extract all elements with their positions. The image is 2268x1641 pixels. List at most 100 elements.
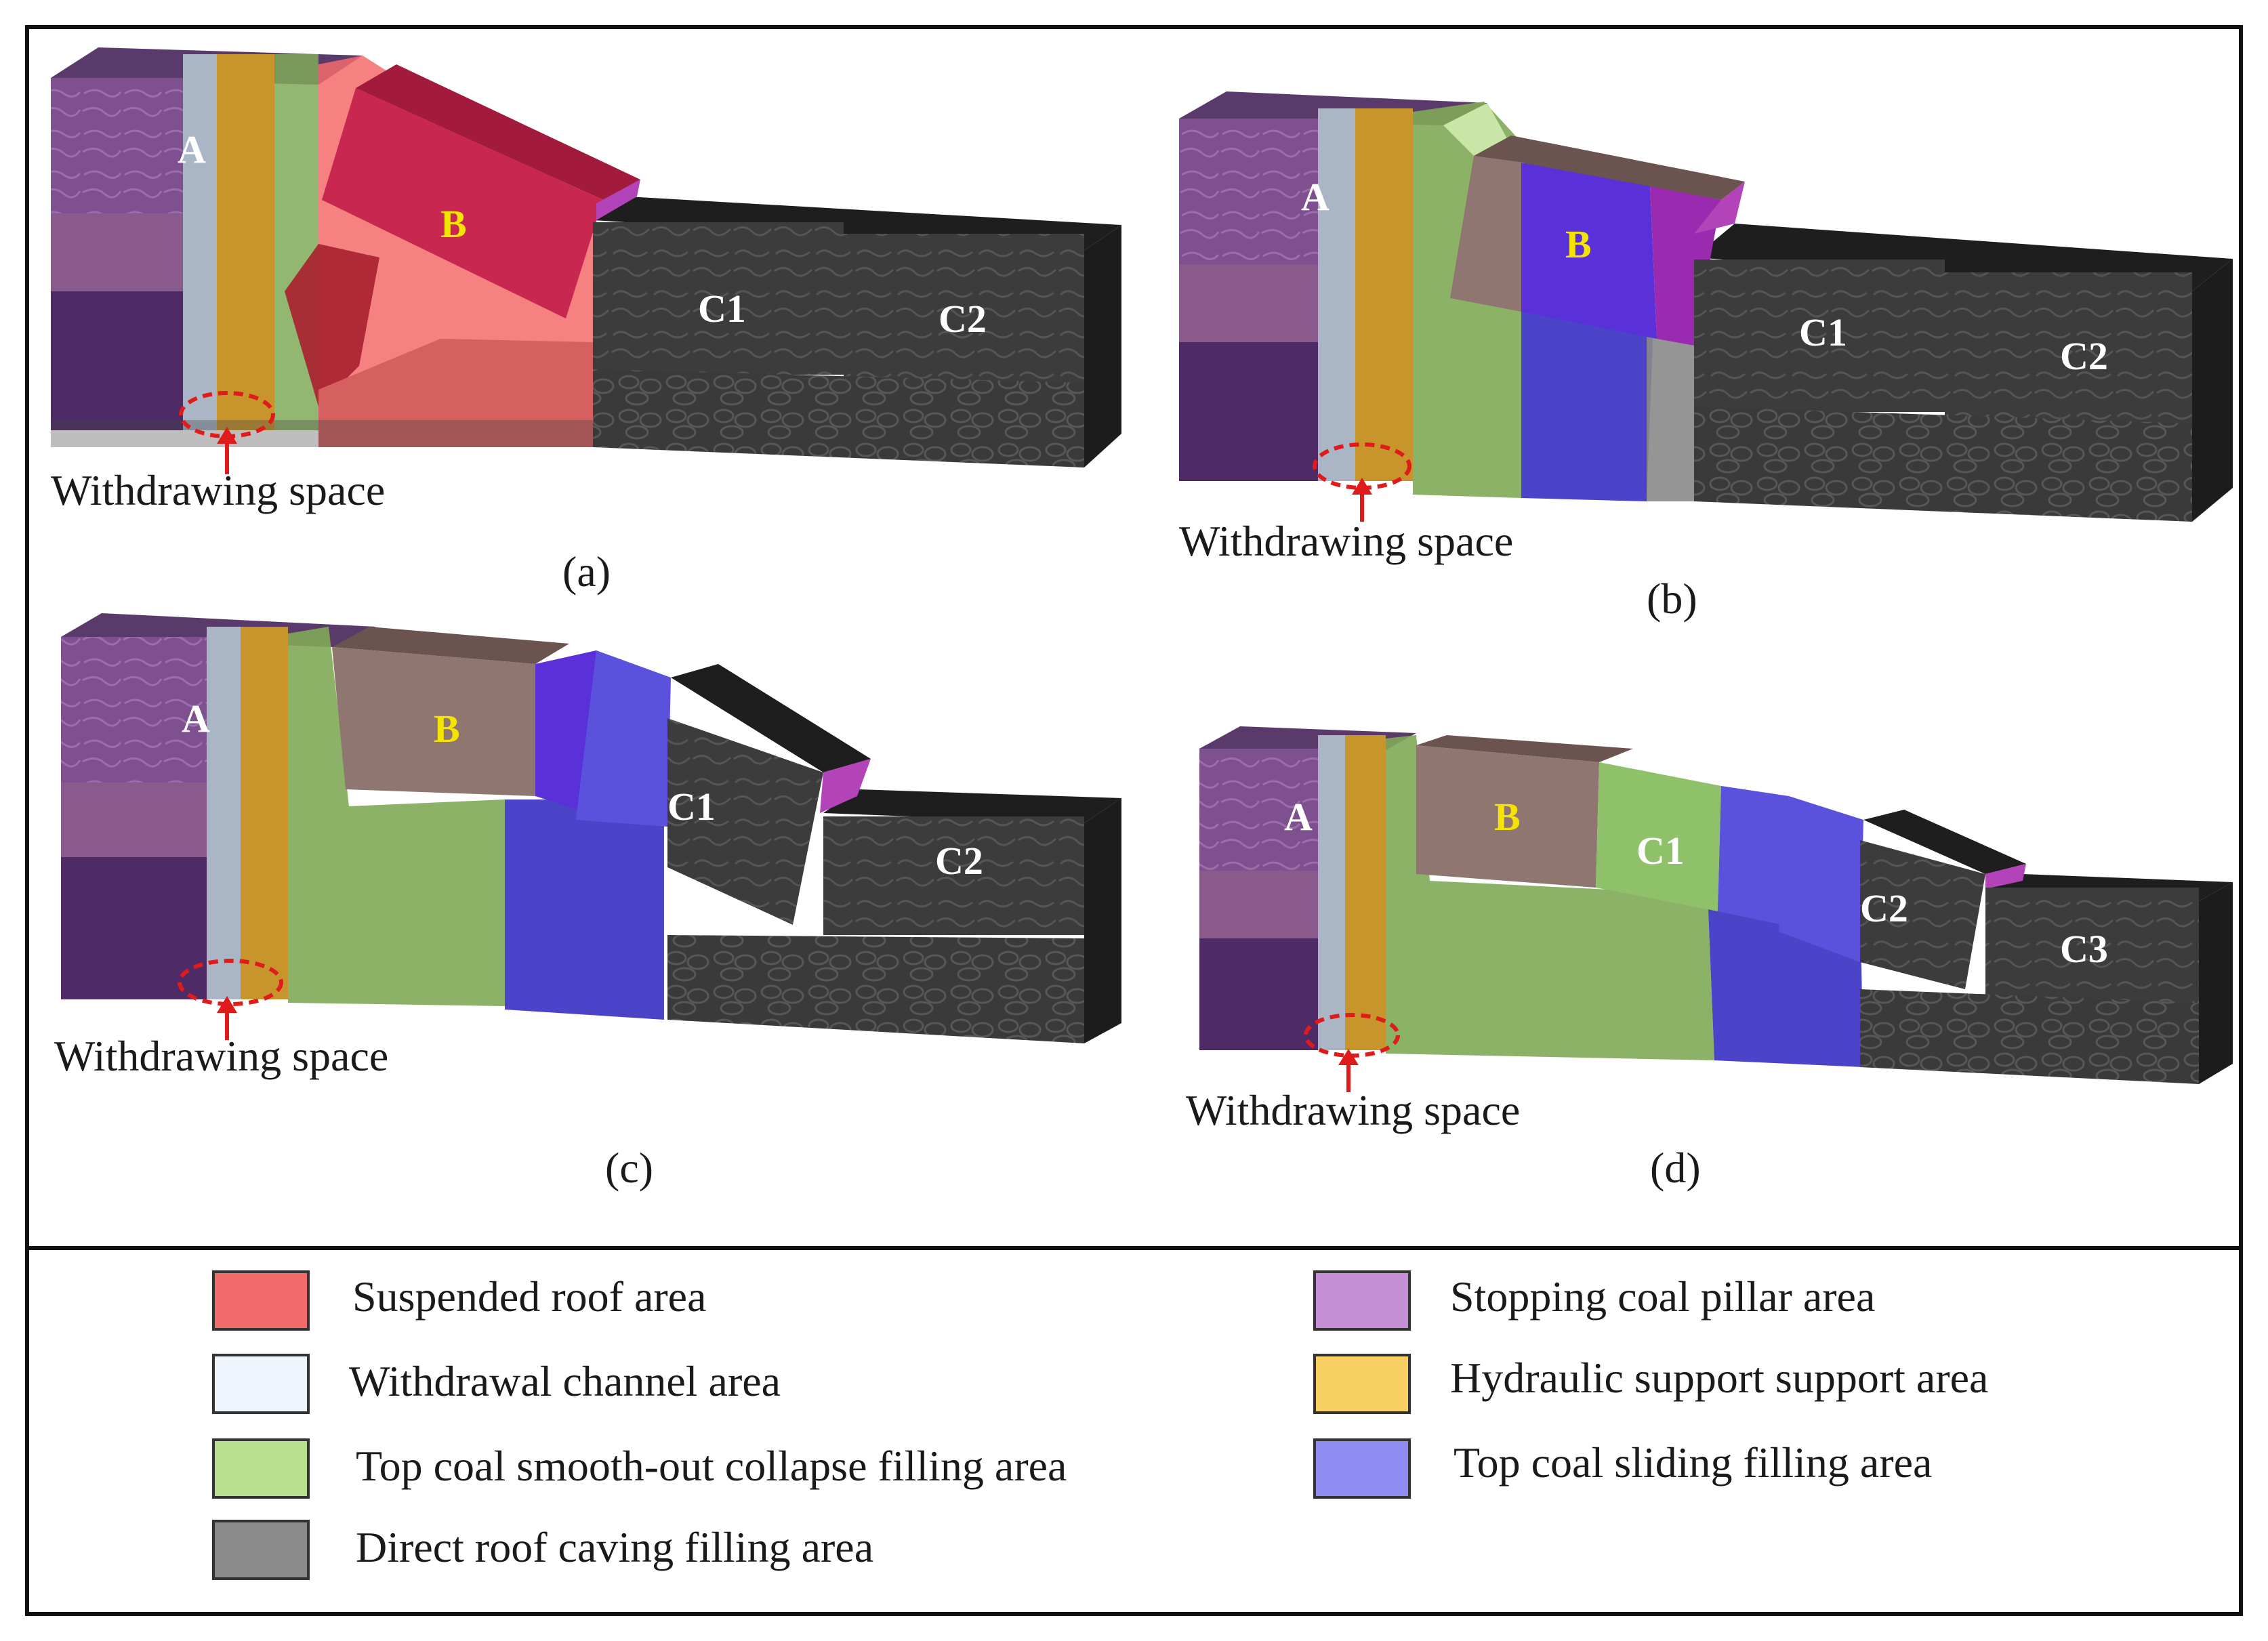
legend-label: Stopping coal pillar area xyxy=(1450,1272,1875,1321)
blue-fill xyxy=(505,799,664,1020)
purple-lower xyxy=(51,291,183,430)
block-c1-front xyxy=(1694,259,1945,412)
block-b-brown xyxy=(1416,745,1599,888)
legend-swatch xyxy=(1313,1438,1411,1499)
block-c-side xyxy=(1084,798,1121,1043)
support-strip xyxy=(1355,108,1413,481)
caption-withdrawing-space: Withdrawing space xyxy=(1186,1086,1520,1134)
top-face-right xyxy=(823,789,1121,823)
legend-swatch xyxy=(212,1354,310,1414)
purple-mid xyxy=(1179,264,1318,342)
panel-label-d: (d) xyxy=(1650,1144,1701,1192)
gravel-lower-red xyxy=(318,339,593,447)
block-b-blue xyxy=(1521,163,1657,339)
support-strip xyxy=(217,54,274,430)
stopping-pillar-b xyxy=(1694,182,1745,234)
legend-swatch xyxy=(1313,1354,1411,1414)
block-c1-tilt-top xyxy=(671,664,871,772)
block-c-side xyxy=(1084,225,1121,468)
panel-b: A B C1 C2 Withdrawing space (b) xyxy=(1179,91,2233,623)
legend-label: Withdrawal channel area xyxy=(349,1357,781,1405)
support-strip xyxy=(241,627,288,999)
legend-item-suspended-roof: Suspended roof area xyxy=(212,1270,706,1331)
block-label-b: B xyxy=(440,202,467,246)
green-fill xyxy=(288,627,505,1006)
purple-mid xyxy=(51,213,183,291)
purple-lower xyxy=(61,857,207,999)
block-c2-front xyxy=(823,816,1084,935)
block-b-brown xyxy=(332,647,535,796)
block-label-a: A xyxy=(178,127,206,171)
blue-fill xyxy=(1521,298,1653,501)
gravel-right xyxy=(1694,407,2192,522)
purple-mid xyxy=(61,783,207,857)
block-c2-front xyxy=(1945,272,2192,425)
caption-withdrawing-space: Withdrawing space xyxy=(54,1032,388,1080)
marker-arrowhead xyxy=(1338,1049,1359,1065)
legend-item-direct-roof-caving: Direct roof caving filling area xyxy=(212,1520,873,1580)
stopping-pillar-d xyxy=(1985,864,2026,889)
lower-base-strip xyxy=(51,420,593,447)
block-label-c2: C2 xyxy=(2060,334,2108,378)
channel-strip xyxy=(183,54,217,430)
panel-label-a: (a) xyxy=(562,547,611,596)
caved-debris xyxy=(285,244,379,407)
block-b-top xyxy=(356,64,640,200)
legend-item-hydraulic-support: Hydraulic support support area xyxy=(1313,1354,1988,1414)
marker-arrowhead xyxy=(217,996,237,1013)
marker-arrowhead xyxy=(217,427,237,444)
purple-upper xyxy=(1199,749,1318,871)
marker-arrowhead xyxy=(1352,478,1372,495)
gravel-right xyxy=(667,935,1084,1043)
block-label-a: A xyxy=(1301,175,1329,219)
legend-item-withdrawal-channel: Withdrawal channel area xyxy=(212,1354,781,1414)
legend: Suspended roof area Withdrawal channel a… xyxy=(212,1270,1988,1580)
block-c3-front xyxy=(1985,888,2199,1003)
block-b-top xyxy=(332,627,569,664)
smooth-collapse-light xyxy=(1443,103,1511,156)
legend-item-smooth-collapse: Top coal smooth-out collapse filling are… xyxy=(212,1438,1067,1499)
block-b-front xyxy=(322,88,603,318)
block-label-c1: C1 xyxy=(1799,310,1847,354)
legend-swatch xyxy=(1313,1270,1411,1331)
channel-strip xyxy=(1318,108,1355,481)
panel-c: A B C1 C2 Withdrawing space (c) xyxy=(54,613,1121,1192)
panel-label-b: (b) xyxy=(1647,575,1697,623)
block-c-side xyxy=(2199,882,2233,1084)
block-label-c1: C1 xyxy=(698,287,746,331)
block-c1-front xyxy=(593,222,844,375)
legend-swatch xyxy=(212,1438,310,1499)
caption-withdrawing-space: Withdrawing space xyxy=(51,466,385,514)
block-b-top xyxy=(1474,136,1745,200)
block-c2-tilt-top xyxy=(1863,810,2026,874)
purple-upper xyxy=(61,637,207,783)
green-fill xyxy=(1386,735,1714,1060)
block-c1-blue xyxy=(1718,786,1789,925)
block-label-c2: C2 xyxy=(939,297,987,341)
block-label-c1: C1 xyxy=(1636,829,1685,873)
purple-upper xyxy=(1179,119,1318,264)
block-c2-front xyxy=(844,234,1084,383)
block-c2-blue xyxy=(1779,796,1863,962)
block-c1-green xyxy=(1596,762,1721,911)
block-c1-blue xyxy=(576,650,671,827)
panel-a: A B C1 C2 Withdrawing space (a) xyxy=(51,47,1121,596)
block-label-c2: C2 xyxy=(935,839,983,883)
block-b-brown xyxy=(1450,156,1525,312)
stopping-pillar-c xyxy=(820,759,871,813)
channel-strip xyxy=(1318,735,1345,1050)
figure-frame xyxy=(25,25,2243,1616)
legend-swatch xyxy=(212,1270,310,1331)
gravel-right xyxy=(1860,989,2199,1084)
block-label-c2: C2 xyxy=(1860,886,1908,930)
legend-label: Direct roof caving filling area xyxy=(356,1523,873,1571)
legend-label: Top coal sliding filling area xyxy=(1453,1438,1932,1487)
block-c-side xyxy=(2192,259,2233,522)
block-c2-tilt xyxy=(1860,840,1985,989)
block-label-a: A xyxy=(182,697,210,741)
block-label-c1: C1 xyxy=(667,785,716,829)
block-b-top xyxy=(1416,735,1633,762)
gravel-right xyxy=(593,369,1084,468)
caption-withdrawing-space: Withdrawing space xyxy=(1179,517,1513,565)
